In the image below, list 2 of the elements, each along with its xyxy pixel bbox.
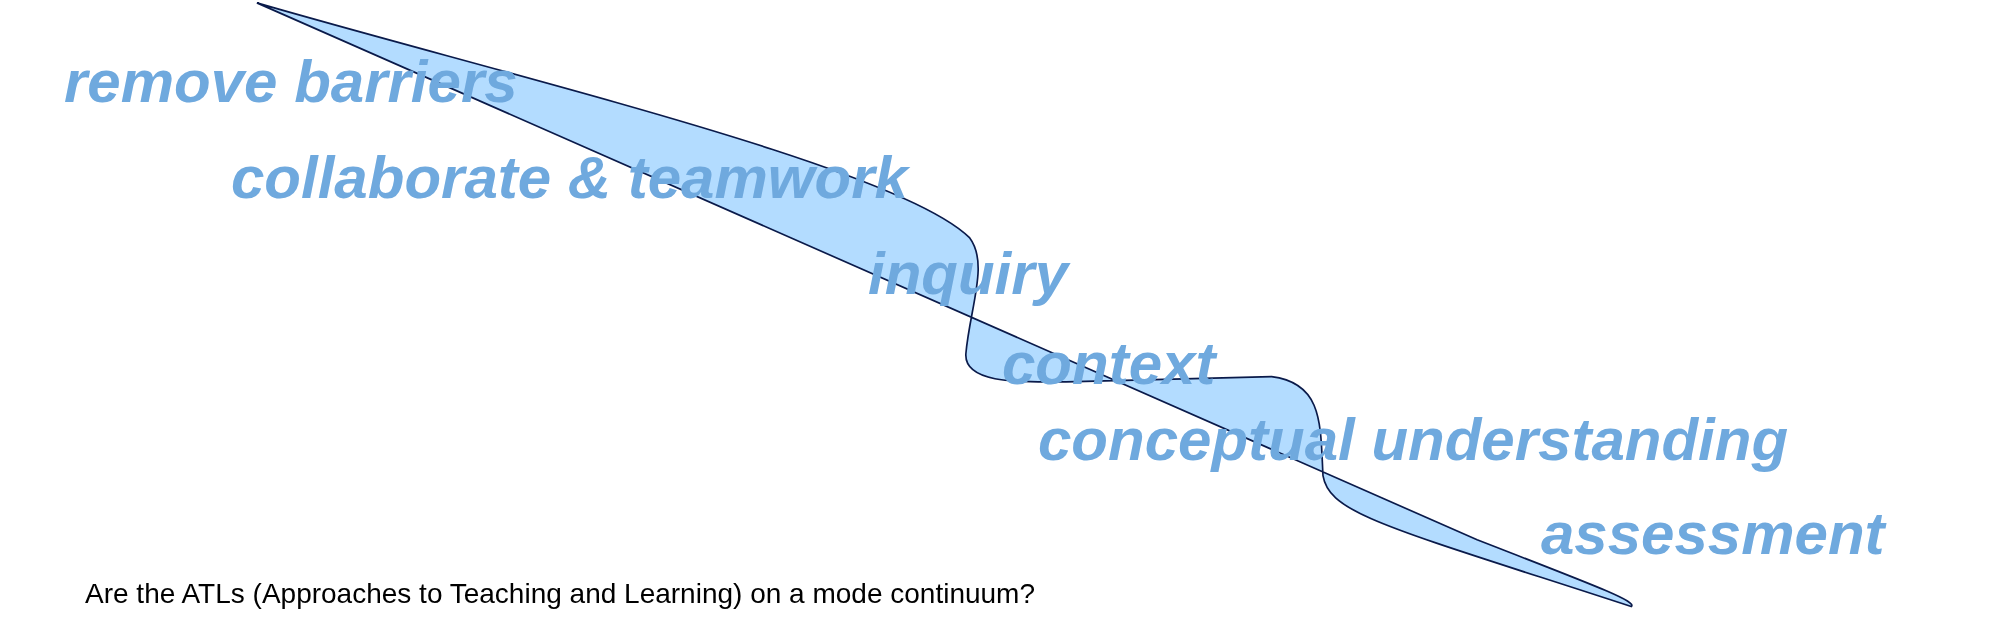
approach-label: assessment [1541,504,1885,564]
caption-text: Are the ATLs (Approaches to Teaching and Learning) on a mode continuum? [85,578,1036,610]
